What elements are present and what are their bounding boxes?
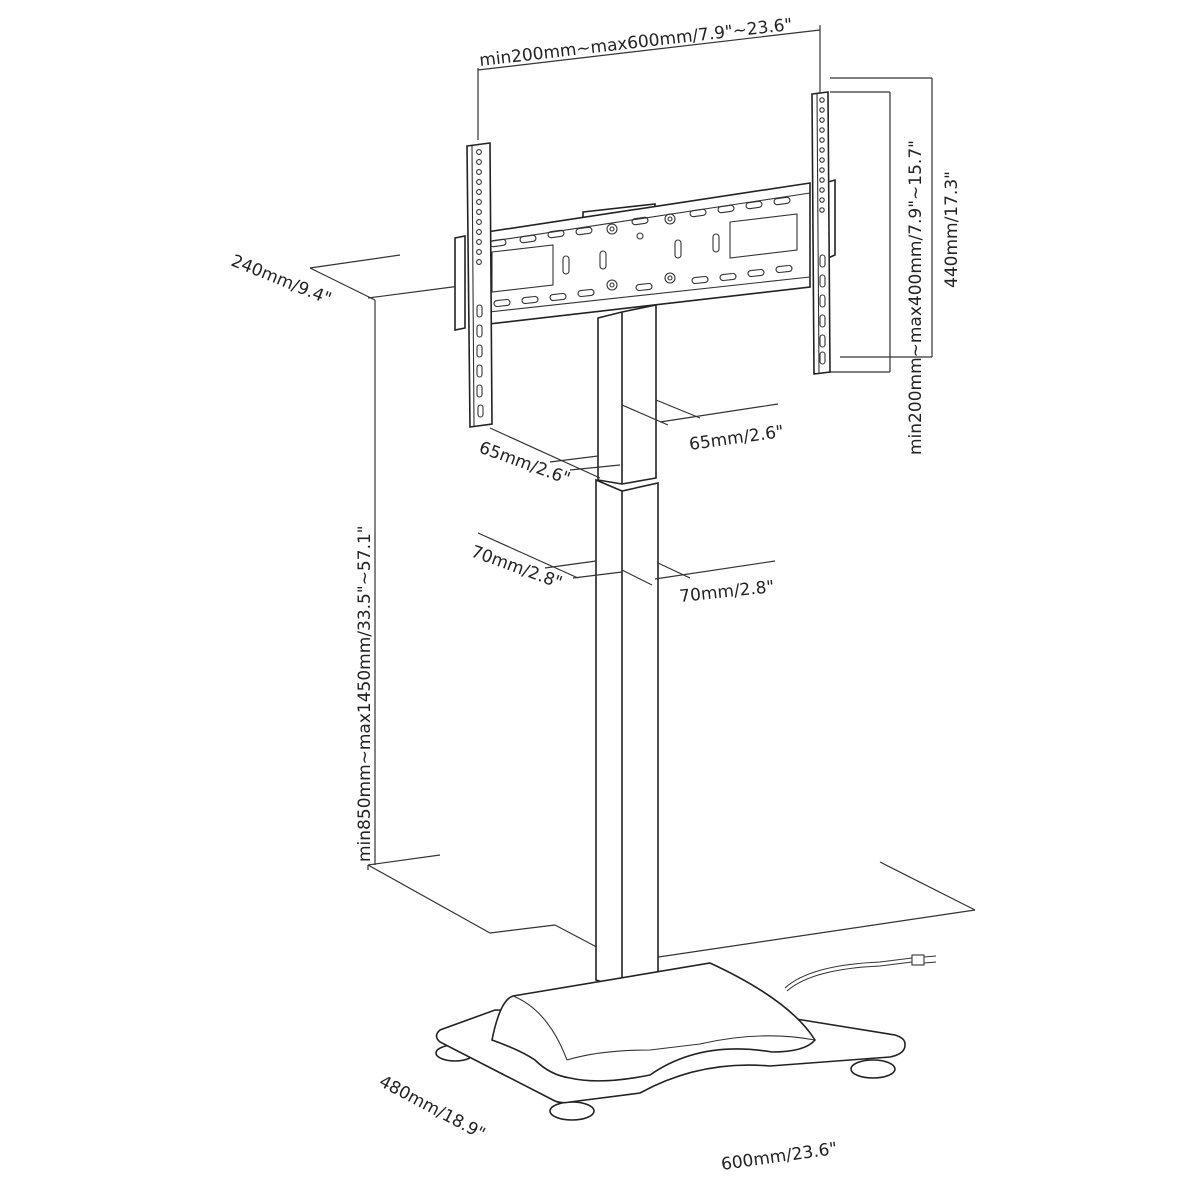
dimension-bracket-height: min200mm~max400mm/7.9"~15.7" 440mm/17.3" xyxy=(830,77,962,455)
mount-bracket-right-arm xyxy=(811,91,836,375)
label-upper-pole-width: 65mm/2.6" xyxy=(688,422,785,455)
label-bracket-width: min200mm~max600mm/7.9"~23.6" xyxy=(478,15,793,71)
label-stand-height: min850mm~max1450mm/33.5"~57.1" xyxy=(355,525,375,862)
label-base-width: 600mm/23.6" xyxy=(720,1139,839,1175)
label-upper-pole-depth: 65mm/2.6" xyxy=(476,438,572,489)
dimension-bracket-width: min200mm~max600mm/7.9"~23.6" xyxy=(477,15,821,140)
mount-bracket-left-arm xyxy=(454,142,493,428)
label-lower-pole-width: 70mm/2.8" xyxy=(678,577,775,607)
label-bracket-depth: 240mm/9.4" xyxy=(228,251,334,309)
label-base-depth: 480mm/18.9" xyxy=(376,1072,489,1145)
dimension-stand-height: min850mm~max1450mm/33.5"~57.1" xyxy=(355,300,441,866)
label-bracket-height: 440mm/17.3" xyxy=(942,171,962,288)
mount-bracket-plate xyxy=(479,182,811,326)
lower-pole xyxy=(595,478,659,989)
label-vesa-height: min200mm~max400mm/7.9"~15.7" xyxy=(906,140,926,455)
dimension-bracket-depth: 240mm/9.4" xyxy=(228,251,461,309)
upper-pole xyxy=(597,304,657,485)
stand-base xyxy=(435,954,937,1121)
